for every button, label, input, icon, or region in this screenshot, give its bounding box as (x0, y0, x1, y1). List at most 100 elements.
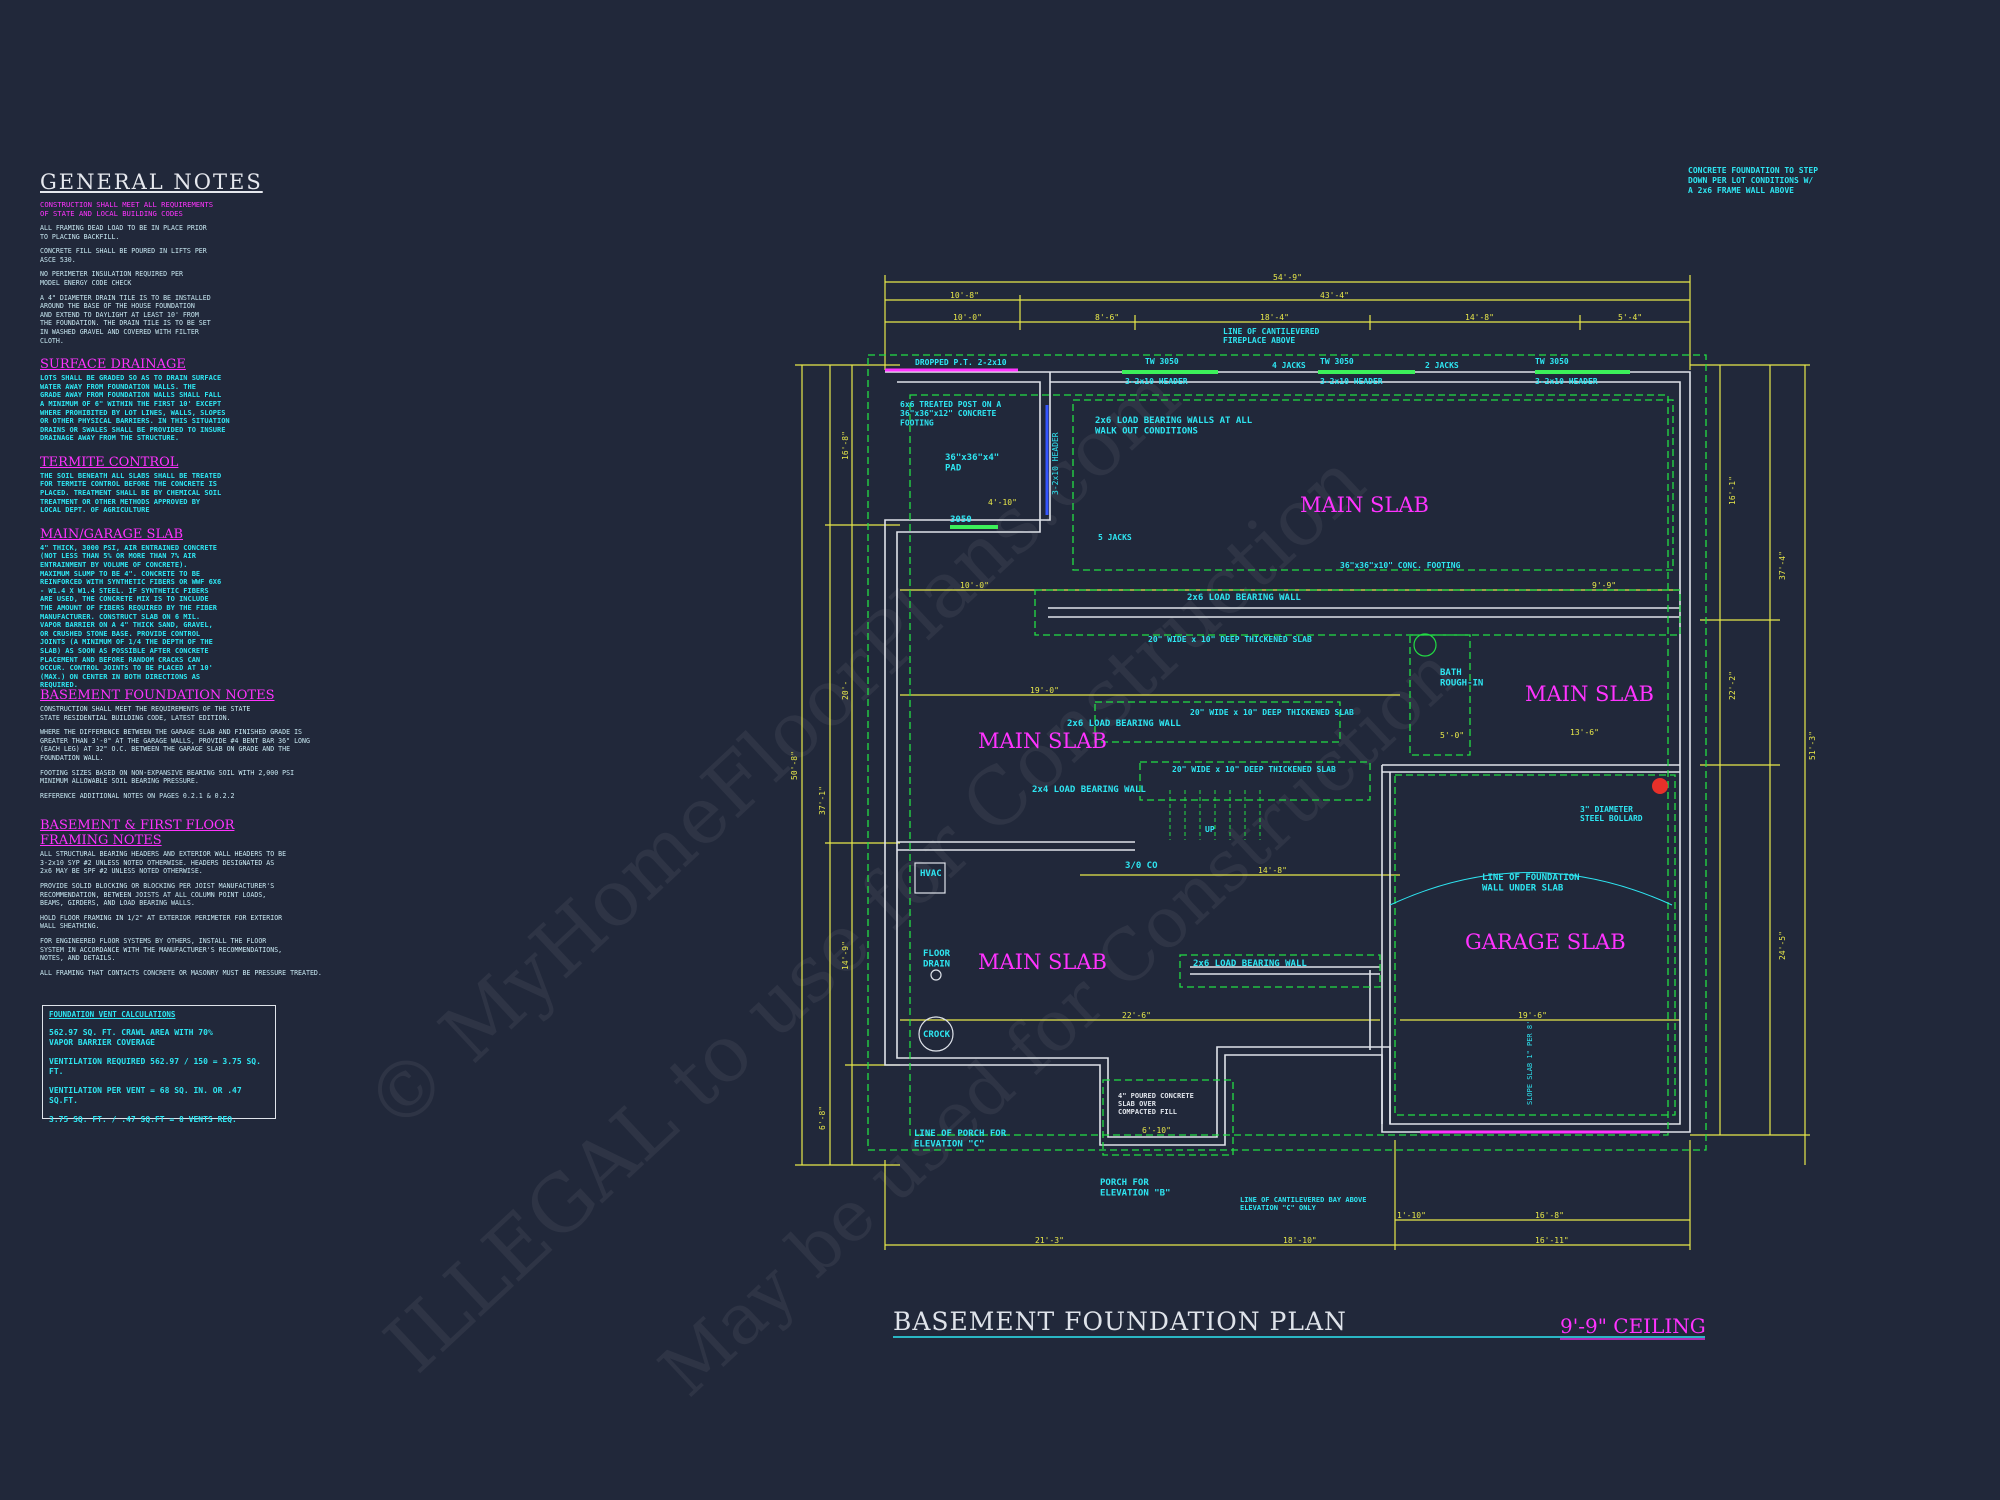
label-hdr2: 3-2x10 HEADER (1320, 377, 1383, 386)
dim: 14'-8" (1465, 313, 1494, 322)
bollard-icon (1652, 778, 1668, 794)
surface-drainage-text: LOTS SHALL BE GRADED SO AS TO DRAIN SURF… (40, 374, 230, 443)
room-garage-slab: GARAGE SLAB (1465, 930, 1626, 954)
dim: 37'-1" (818, 786, 827, 815)
foundation-vent-calc-box: FOUNDATION VENT CALCULATIONS 562.97 SQ. … (42, 1005, 276, 1124)
foundation-walls (884, 371, 1691, 1146)
general-note: A 4" DIAMETER DRAIN TILE IS TO BE INSTAL… (40, 293, 211, 345)
dim: 14'-8" (1258, 866, 1287, 875)
dim: 5'-4" (1618, 313, 1642, 322)
dim: 20'- (841, 681, 850, 700)
framing-note: ALL STRUCTURAL BEARING HEADERS AND EXTER… (40, 850, 287, 876)
footing-outlines (867, 354, 1707, 1156)
general-notes-intro: CONSTRUCTION SHALL MEET ALL REQUIREMENTS… (40, 200, 214, 218)
label-conc-footing: 36"x36"x10" CONC. FOOTING (1340, 561, 1461, 570)
dim: 8'-6" (1095, 313, 1119, 322)
dim: 22'-6" (1122, 1011, 1151, 1020)
label-3050: 3050 (950, 515, 972, 525)
vent-calc-line: VENTILATION PER VENT = 68 SQ. IN. OR .47… (49, 1086, 242, 1105)
label-header-v: 3-2x10 HEADER (1051, 432, 1060, 495)
label-tw2: TW 3050 (1320, 357, 1354, 366)
label-co: 3/0 CO (1125, 861, 1158, 871)
room-main-slab: MAIN SLAB (1525, 682, 1654, 706)
dim: 1'-10" (1397, 1211, 1426, 1220)
dim: 9'-9" (1592, 581, 1616, 590)
window-headers (950, 370, 1630, 529)
dim: 18'-4" (1260, 313, 1289, 322)
label-tw1: TW 3050 (1145, 357, 1179, 366)
label-lbw1: 2x6 LOAD BEARING WALL (1187, 593, 1301, 603)
dim: 10'-8" (950, 291, 979, 300)
room-main-slab: MAIN SLAB (978, 950, 1107, 974)
dim: 13'-6" (1570, 728, 1599, 737)
notes-column: GENERAL NOTES CONSTRUCTION SHALL MEET AL… (40, 170, 340, 983)
label-hdr1: 3-2x10 HEADER (1125, 377, 1188, 386)
general-notes-title: GENERAL NOTES (40, 170, 263, 194)
dim: 43'-4" (1320, 291, 1349, 300)
label-slope: SLOPE SLAB 1" PER 8' (1526, 1021, 1534, 1105)
label-hvac: HVAC (920, 869, 942, 879)
label-jacks5: 5 JACKS (1098, 533, 1132, 542)
plan-labels: DROPPED P.T. 2-2x10 TW 3050 TW 3050 TW 3… (900, 327, 1643, 1212)
dim: 16'-1" (1728, 476, 1737, 505)
room-main-slab: MAIN SLAB (1300, 493, 1429, 517)
dim: 19'-6" (1518, 1011, 1547, 1020)
label-crock: CROCK (923, 1030, 951, 1040)
leader-arc (1389, 872, 1673, 906)
label-thick1: 20" WIDE x 10" DEEP THICKENED SLAB (1148, 635, 1312, 644)
dim: 4'-10" (988, 498, 1017, 507)
basement-foundation-note: FOOTING SIZES BASED ON NON-EXPANSIVE BEA… (40, 768, 295, 786)
vent-calc-line: 3.75 SQ. FT. / .47 SQ.FT = 8 VENTS REQ. (49, 1115, 237, 1124)
general-note: ALL FRAMING DEAD LOAD TO BE IN PLACE PRI… (40, 224, 207, 241)
dim: 22'-2" (1728, 671, 1737, 700)
surface-drainage-title: SURFACE DRAINAGE (40, 357, 186, 373)
dim: 10'-0" (960, 581, 989, 590)
basement-foundation-note: REFERENCE ADDITIONAL NOTES ON PAGES 0.2.… (40, 791, 235, 800)
label-lbw2: 2x6 LOAD BEARING WALL (1067, 719, 1181, 729)
dimension-text: 54'-9" 10'-8" 43'-4" 10'-0" 8'-6" 18'-4"… (790, 273, 1817, 1245)
dim: 5'-0" (1440, 731, 1464, 740)
dim: 6'-10" (1142, 1126, 1171, 1135)
label-tw3: TW 3050 (1535, 357, 1569, 366)
basement-foundation-note: WHERE THE DIFFERENCE BETWEEN THE GARAGE … (40, 728, 310, 762)
dim: 51'-3" (1808, 731, 1817, 760)
dim: 10'-0" (953, 313, 982, 322)
main-garage-slab-title: MAIN/GARAGE SLAB (40, 526, 184, 542)
label-thick2: 20" WIDE x 10" DEEP THICKENED SLAB (1190, 708, 1354, 717)
dim: 54'-9" (1273, 273, 1302, 282)
dim: 21'-3" (1035, 1236, 1064, 1245)
label-jacks4: 4 JACKS (1272, 361, 1306, 370)
dim: 37'-4" (1778, 551, 1787, 580)
label-thick3: 20" WIDE x 10" DEEP THICKENED SLAB (1172, 765, 1336, 774)
dropped-beam (885, 368, 1660, 1134)
step-down-note: CONCRETE FOUNDATION TO STEP DOWN PER LOT… (1688, 166, 1819, 195)
dim: 50'-8" (790, 751, 799, 780)
crock-icon (918, 1016, 954, 1052)
hvac-box (914, 862, 946, 894)
basement-foundation-note: CONSTRUCTION SHALL MEET THE REQUIREMENTS… (40, 704, 251, 722)
dim: 16'-8" (1535, 1211, 1564, 1220)
dimension-lines (795, 275, 1810, 1250)
dim: 16'-11" (1535, 1236, 1569, 1245)
vent-calc-line: 562.97 SQ. FT. CRAWL AREA WITH 70% VAPOR… (49, 1028, 213, 1047)
framing-note: FOR ENGINEERED FLOOR SYSTEMS BY OTHERS, … (40, 937, 283, 963)
ceiling-height: 9'-9" CEILING (1560, 1314, 1706, 1338)
dim: 6'-8" (818, 1106, 827, 1130)
label-up: UP (1205, 825, 1215, 834)
room-main-slab: MAIN SLAB (978, 729, 1107, 753)
vent-calc-title: FOUNDATION VENT CALCULATIONS (49, 1010, 176, 1019)
vent-calc-line: VENTILATION REQUIRED 562.97 / 150 = 3.75… (49, 1057, 261, 1076)
dim: 16'-8" (841, 431, 850, 460)
basement-foundation-title: BASEMENT FOUNDATION NOTES (40, 687, 275, 703)
framing-note: ALL FRAMING THAT CONTACTS CONCRETE OR MA… (40, 968, 322, 977)
toilet-icon (1413, 633, 1437, 657)
